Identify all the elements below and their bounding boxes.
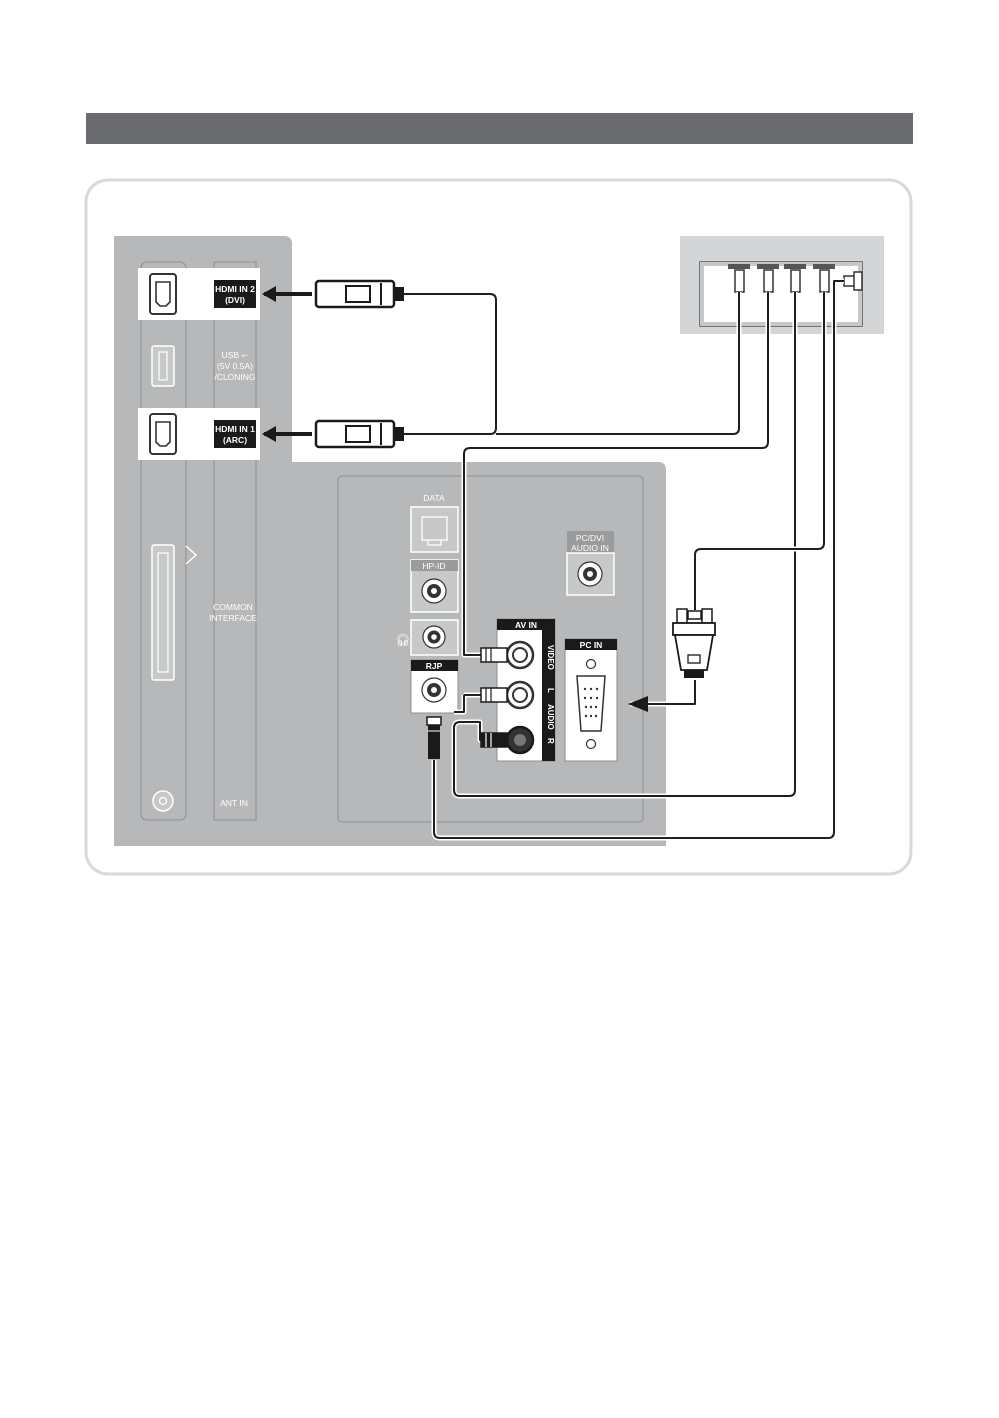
rca-plug-audio-right: [481, 733, 507, 747]
pc-in-label: PC IN: [580, 640, 603, 650]
av-audio-left-port-inner: [513, 688, 527, 702]
usb-label-line3: /CLONING: [214, 372, 255, 382]
hdmi2-label-line1: HDMI IN 2: [215, 284, 255, 294]
av-in-label: AV IN: [515, 620, 537, 630]
hdmi1-label-line2: (ARC): [223, 435, 247, 445]
rca-plug-audio-left: [481, 688, 507, 702]
av-audio-label: AUDIO: [546, 704, 555, 730]
hp-id-port-pin: [431, 588, 437, 594]
rjp-port-pin: [431, 687, 437, 693]
common-interface-slot[interactable]: [152, 545, 174, 680]
headphone-port-pin: [431, 634, 437, 640]
av-video-label: VIDEO: [546, 645, 555, 670]
ant-in-port[interactable]: [153, 791, 173, 811]
headphone-icon: 🎧︎: [395, 633, 410, 647]
hdmi2-label-line2: (DVI): [225, 295, 245, 305]
hp-id-label: HP-ID: [422, 561, 445, 571]
hdmi1-label-line1: HDMI IN 1: [215, 424, 255, 434]
data-label: DATA: [423, 493, 445, 503]
usb-label-line1: USB ⭠: [222, 350, 249, 360]
common-interface-label-line1: COMMON: [213, 602, 253, 612]
common-interface-label-line2: INTERFACE: [209, 613, 257, 623]
hdmi2-port[interactable]: [150, 274, 176, 314]
ant-in-label: ANT IN: [220, 798, 248, 808]
pcdvi-audio-port-pin: [587, 571, 593, 577]
rjp-label: RJP: [426, 661, 443, 671]
hdmi1-port[interactable]: [150, 414, 176, 454]
pcdvi-label-line2: AUDIO IN: [571, 543, 609, 553]
rca-plug-video: [481, 648, 507, 662]
av-audio-right-label: R: [546, 738, 555, 744]
av-video-port-inner: [513, 648, 527, 662]
pc-in-port[interactable]: [577, 676, 605, 731]
rjp-plug: [427, 717, 441, 759]
usb-label-line2: (5V 0.5A): [217, 361, 253, 371]
pcdvi-label-line1: PC/DVI: [576, 533, 604, 543]
av-audio-right-port-inner: [514, 734, 526, 746]
av-audio-left-label: L: [546, 688, 555, 693]
